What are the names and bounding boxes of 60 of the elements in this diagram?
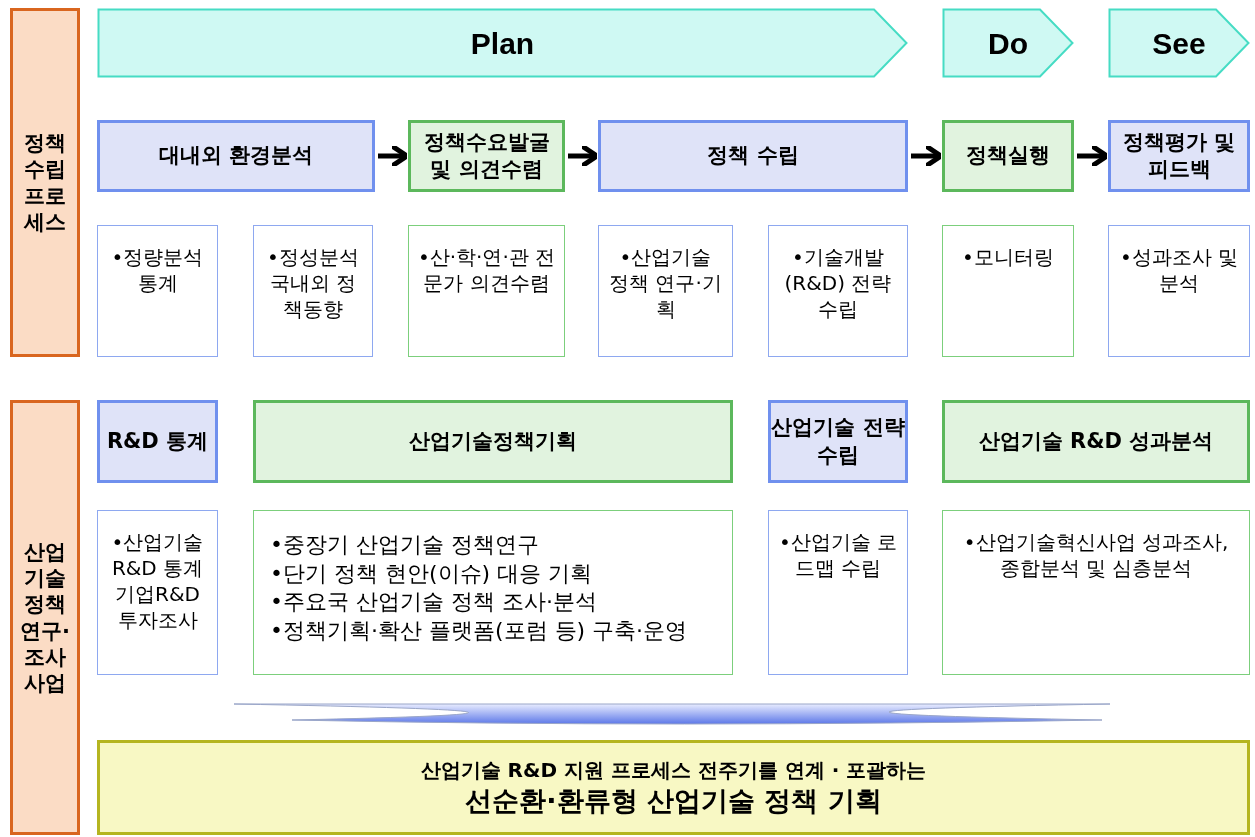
side-label-panel	[10, 400, 80, 835]
bullet-text: •산·학·연·관 전문가 의견수렴	[417, 244, 556, 296]
detail-box	[942, 510, 1250, 675]
box-title: R&D 통계	[106, 427, 209, 455]
process-box	[97, 120, 375, 192]
summary-box	[97, 740, 1250, 835]
bullet-text: •산업기술 R&D 통계 기업R&D 투자조사	[110, 529, 205, 633]
box-title: 산업기술 R&D 성과분석	[978, 427, 1214, 455]
arrow	[1077, 143, 1110, 169]
bullet-text: •주요국 산업기술 정책 조사·분석	[270, 588, 597, 617]
bullet-text: •정책기획·확산 플랫폼(포럼 등) 구축·운영	[270, 616, 688, 645]
detail-box	[253, 225, 373, 357]
process-box	[942, 120, 1074, 192]
box-title: 산업기술정책 연구·조사사업	[20, 538, 70, 697]
bullet-text: •모니터링	[962, 244, 1054, 270]
box-title: 산업기술 전략수립	[771, 414, 905, 469]
bullet-text: •산업기술혁신사업 성과조사, 종합분석 및 심층분석	[962, 529, 1230, 581]
phase-banner	[97, 8, 908, 78]
box-title: 정책평가 및 피드백	[1121, 128, 1237, 183]
box-title: 정책실행	[966, 142, 1050, 170]
bullet-text: •산업기술 로드맵 수립	[777, 529, 899, 581]
detail-box	[942, 225, 1074, 357]
detail-box	[598, 225, 733, 357]
box-title: 정책 수립	[707, 142, 799, 170]
bullet-text: •산업기술 정책 연구·기획	[608, 244, 723, 322]
bullet-text: •중장기 산업기술 정책연구	[270, 531, 539, 559]
bullet-text: •기술개발 (R&D) 전략 수립	[783, 244, 893, 322]
box-title: 산업기술정책기획	[409, 427, 577, 455]
process-box	[408, 120, 565, 192]
process-box	[768, 400, 908, 483]
bullet-text: •성과조사 및 분석	[1118, 244, 1240, 296]
side-label-panel	[10, 8, 80, 357]
phase-banner	[942, 8, 1074, 78]
phase-label: See	[1152, 25, 1206, 62]
box-title: 정책수립프로세스	[22, 130, 67, 235]
detail-box	[1108, 225, 1250, 357]
process-box	[598, 120, 908, 192]
process-box	[253, 400, 733, 483]
arrow	[378, 143, 410, 169]
box-title: 산업기술 R&D 지원 프로세스 전주기를 연계 · 포괄하는	[420, 756, 927, 783]
detail-box	[97, 510, 218, 675]
phase-label: Plan	[470, 25, 535, 62]
bullet-text: •정성분석 국내외 정책동향	[266, 244, 360, 322]
bullet-text: •단기 정책 현안(이슈) 대응 기획	[270, 559, 593, 588]
detail-box	[408, 225, 565, 357]
box-title: 대내외 환경분석	[158, 142, 314, 170]
phase-banner	[1108, 8, 1250, 78]
detail-box	[253, 510, 733, 675]
process-box	[942, 400, 1250, 483]
arrow	[911, 143, 944, 169]
box-title: 선순환·환류형 산업기술 정책 기획	[465, 783, 882, 818]
process-box	[97, 400, 218, 483]
bullet-text: •정량분석 통계	[110, 244, 205, 296]
box-title: 정책수요발굴 및 의견수렴	[422, 128, 551, 183]
phase-label: Do	[988, 25, 1028, 62]
detail-box	[768, 510, 908, 675]
arrow	[568, 143, 600, 169]
detail-box	[97, 225, 218, 357]
process-box	[1108, 120, 1250, 192]
detail-box	[768, 225, 908, 357]
